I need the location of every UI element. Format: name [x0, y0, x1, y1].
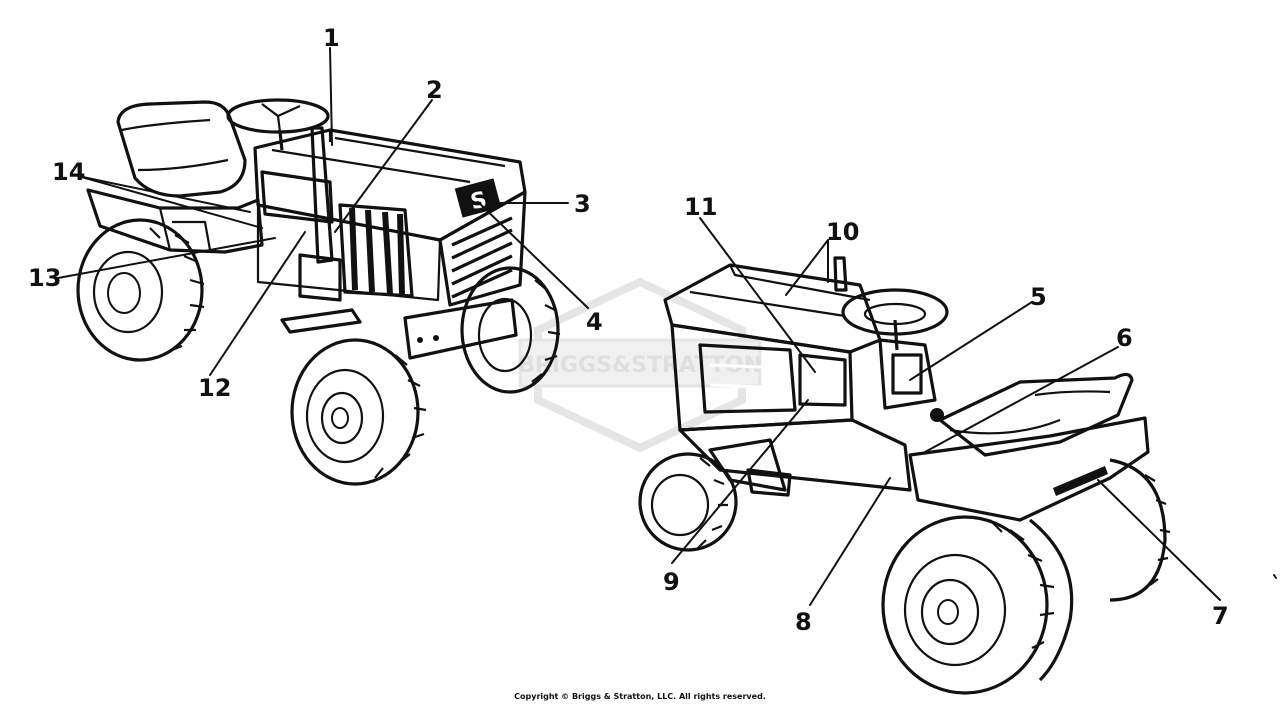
edge-mark [1273, 574, 1277, 579]
copyright-notice: Copyright © Briggs & Stratton, LLC. All … [514, 692, 766, 701]
callout-14: 14 [52, 158, 85, 186]
rear-tire-left [76, 218, 205, 362]
front-tire-small [638, 452, 738, 552]
steering-wheel-rear [841, 288, 949, 351]
callout-13: 13 [28, 264, 61, 292]
callout-3: 3 [574, 190, 591, 218]
callout-6: 6 [1116, 324, 1133, 352]
callout-7: 7 [1212, 602, 1229, 630]
callout-10: 10 [826, 218, 859, 246]
rear-tire-near [881, 515, 1074, 695]
front-tire-right [460, 266, 561, 394]
engine [256, 170, 442, 302]
seat [116, 100, 247, 198]
callout-12: 12 [198, 374, 231, 402]
callout-2: 2 [426, 76, 443, 104]
tractor-rear-view [638, 256, 1171, 695]
callout-1: 1 [323, 24, 340, 52]
callout-9: 9 [663, 568, 680, 596]
callout-8: 8 [795, 608, 812, 636]
front-tire-left [290, 338, 427, 486]
callout-11: 11 [684, 193, 717, 221]
rear-fender [908, 416, 1150, 522]
tractor-front-view: S [76, 98, 561, 486]
callout-5: 5 [1030, 283, 1047, 311]
callout-4: 4 [586, 308, 603, 336]
hood: S [253, 128, 527, 307]
leader-lines [57, 47, 1221, 606]
seat-rear [938, 372, 1134, 457]
rear-tire-far [1109, 458, 1171, 602]
callout-labels: 1 2 3 4 5 6 7 8 9 10 11 12 13 14 [28, 24, 1229, 636]
